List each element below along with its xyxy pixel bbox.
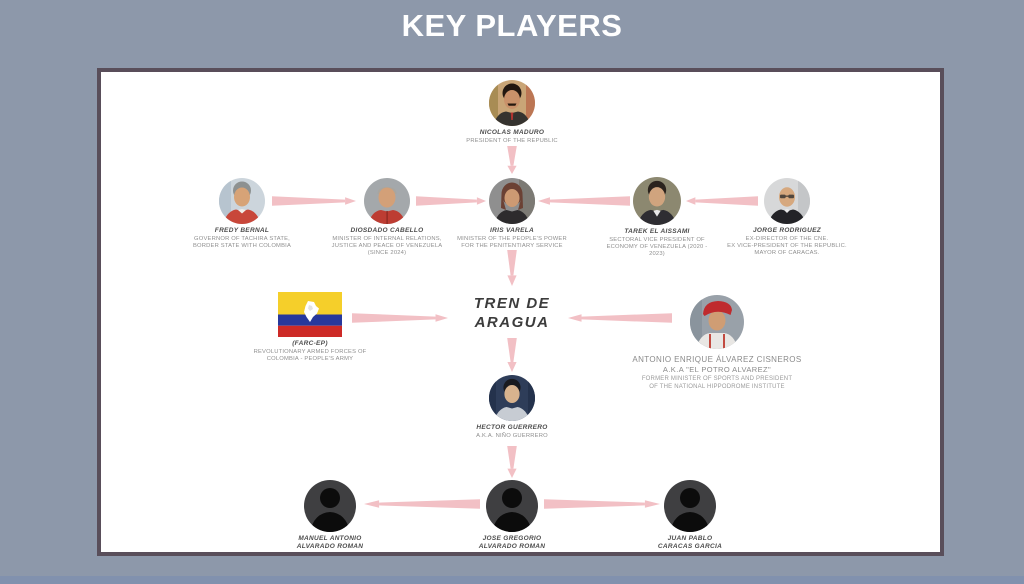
- arrow-alvarez-to-tren: [568, 310, 672, 326]
- diagram-panel: [97, 68, 944, 556]
- arrow-maduro-to-varela: [504, 146, 520, 174]
- arrow-jose-to-manuel: [364, 496, 480, 512]
- arrow-farc-to-tren: [352, 310, 448, 326]
- arrow-rodriguez-to-aissami: [686, 193, 758, 209]
- maduro-photo: [489, 80, 535, 126]
- person-role: MINISTER OF INTERNAL RELATIONS, JUSTICE …: [331, 236, 443, 256]
- person-node-jose: JOSE GREGORIO ALVARADO ROMAN: [427, 480, 597, 551]
- person-node-juan: JUAN PABLO CARACAS GARCIA: [605, 480, 775, 551]
- arrow-cabello-to-varela: [416, 193, 486, 209]
- juan-silhouette-photo: [664, 480, 716, 532]
- alvarez-photo: [690, 295, 744, 349]
- person-name: HECTOR GUERRERO: [476, 424, 548, 431]
- person-role: A.K.A. NIÑO GUERRERO: [476, 433, 548, 439]
- guerrero-photo: [489, 375, 535, 421]
- person-role: EX-DIRECTOR OF THE CNE. EX VICE-PRESIDEN…: [727, 236, 847, 256]
- jose-silhouette-photo: [486, 480, 538, 532]
- person-node-aissami: TAREK EL AISSAMI SECTORAL VICE PRESIDENT…: [572, 177, 742, 258]
- arrow-guerrero-to-jose: [504, 446, 520, 478]
- person-node-guerrero: HECTOR GUERRERO A.K.A. NIÑO GUERRERO: [427, 375, 597, 440]
- rodriguez-photo: [764, 178, 810, 224]
- person-name: JOSE GREGORIO ALVARADO ROMAN: [478, 535, 546, 550]
- person-name: NICOLAS MADURO: [479, 129, 545, 136]
- person-node-alvarez: ANTONIO ENRIQUE ÁLVAREZ CISNEROS A.K.A "…: [587, 295, 847, 391]
- cabello-photo: [364, 178, 410, 224]
- person-name: TAREK EL AISSAMI: [624, 228, 690, 235]
- bernal-photo: [219, 178, 265, 224]
- person-node-maduro: NICOLAS MADURO PRESIDENT OF THE REPUBLIC: [427, 80, 597, 145]
- farc-flag: [278, 292, 342, 337]
- person-node-manuel: MANUEL ANTONIO ALVARADO ROMAN: [245, 480, 415, 551]
- farc-name: (FARC-EP): [292, 340, 328, 347]
- bottom-strip: [0, 576, 1024, 584]
- arrow-tren-to-guerrero: [504, 338, 520, 372]
- person-role: MINISTER OF THE PEOPLE'S POWER FOR THE P…: [457, 236, 567, 249]
- arrow-aissami-to-varela: [538, 193, 630, 209]
- person-role: SECTORAL VICE PRESIDENT OF ECONOMY OF VE…: [606, 237, 708, 257]
- page-title: KEY PLAYERS: [401, 8, 623, 43]
- person-node-cabello: DIOSDADO CABELLO MINISTER OF INTERNAL RE…: [302, 178, 472, 257]
- person-name: MANUEL ANTONIO ALVARADO ROMAN: [296, 535, 364, 550]
- person-role: GOVERNOR OF TACHIRA STATE, BORDER STATE …: [192, 236, 292, 249]
- tren-de-aragua-label: TREN DE ARAGUA: [473, 295, 551, 331]
- farc-node: (FARC-EP) REVOLUTIONARY ARMED FORCES OF …: [225, 292, 395, 363]
- person-name: JORGE RODRIGUEZ: [752, 227, 822, 234]
- person-node-rodriguez: JORGE RODRIGUEZ EX-DIRECTOR OF THE CNE. …: [702, 178, 872, 257]
- person-node-bernal: FREDY BERNAL GOVERNOR OF TACHIRA STATE, …: [157, 178, 327, 250]
- aissami-photo: [633, 177, 681, 225]
- person-node-varela: IRIS VARELA MINISTER OF THE PEOPLE'S POW…: [427, 178, 597, 250]
- person-name: JUAN PABLO CARACAS GARCIA: [657, 535, 723, 550]
- manuel-silhouette-photo: [304, 480, 356, 532]
- arrow-jose-to-juan: [544, 496, 660, 512]
- arrow-varela-to-tren: [504, 250, 520, 286]
- person-name: ANTONIO ENRIQUE ÁLVAREZ CISNEROS: [632, 355, 802, 364]
- person-name: IRIS VARELA: [490, 227, 534, 234]
- person-alias: A.K.A "EL POTRO ALVAREZ": [662, 365, 772, 374]
- person-role: FORMER MINISTER OF SPORTS AND PRESIDENT …: [641, 376, 793, 390]
- person-name: DIOSDADO CABELLO: [350, 227, 424, 234]
- varela-photo: [489, 178, 535, 224]
- person-name: FREDY BERNAL: [214, 227, 270, 234]
- person-role: PRESIDENT OF THE REPUBLIC: [466, 138, 558, 144]
- farc-role: REVOLUTIONARY ARMED FORCES OF COLOMBIA -…: [253, 349, 367, 362]
- arrow-bernal-to-cabello: [272, 193, 356, 209]
